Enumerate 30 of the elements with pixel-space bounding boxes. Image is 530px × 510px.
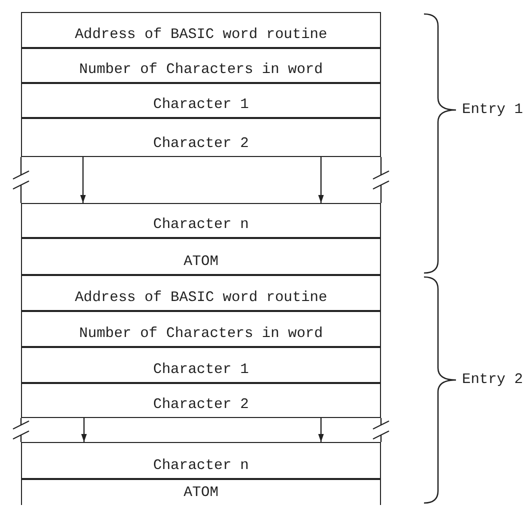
memory-cell (21, 238, 381, 275)
cell-label: Character 2 (153, 136, 249, 152)
arrow (80, 157, 86, 203)
memory-cell (21, 118, 381, 157)
entry-label: Entry 2 (462, 372, 523, 388)
cell-label: Character 2 (153, 397, 249, 413)
cell-label: Address of BASIC word routine (74, 290, 328, 306)
arrow (318, 418, 324, 442)
memory-cell (21, 479, 381, 505)
cell-label: Address of BASIC word routine (74, 27, 328, 43)
cell-label: Character n (153, 217, 249, 233)
memory-cell (21, 12, 381, 48)
memory-cell (21, 48, 381, 83)
memory-cell (21, 383, 381, 418)
cell-label: Number of Characters in word (79, 326, 323, 342)
memory-cell (21, 275, 381, 311)
cell-label: ATOM (184, 254, 218, 270)
memory-cell (21, 442, 381, 479)
cell-label: ATOM (184, 485, 218, 501)
memory-cell (21, 347, 381, 383)
memory-cell (21, 311, 381, 347)
arrow (318, 157, 324, 203)
memory-cell (21, 83, 381, 118)
arrow (81, 418, 87, 442)
cell-label: Character 1 (153, 97, 249, 113)
entry-label: Entry 1 (462, 102, 523, 118)
memory-cell (21, 203, 381, 238)
cell-label: Character 1 (153, 362, 249, 378)
cell-label: Character n (153, 458, 249, 474)
cell-label: Number of Characters in word (79, 62, 323, 78)
